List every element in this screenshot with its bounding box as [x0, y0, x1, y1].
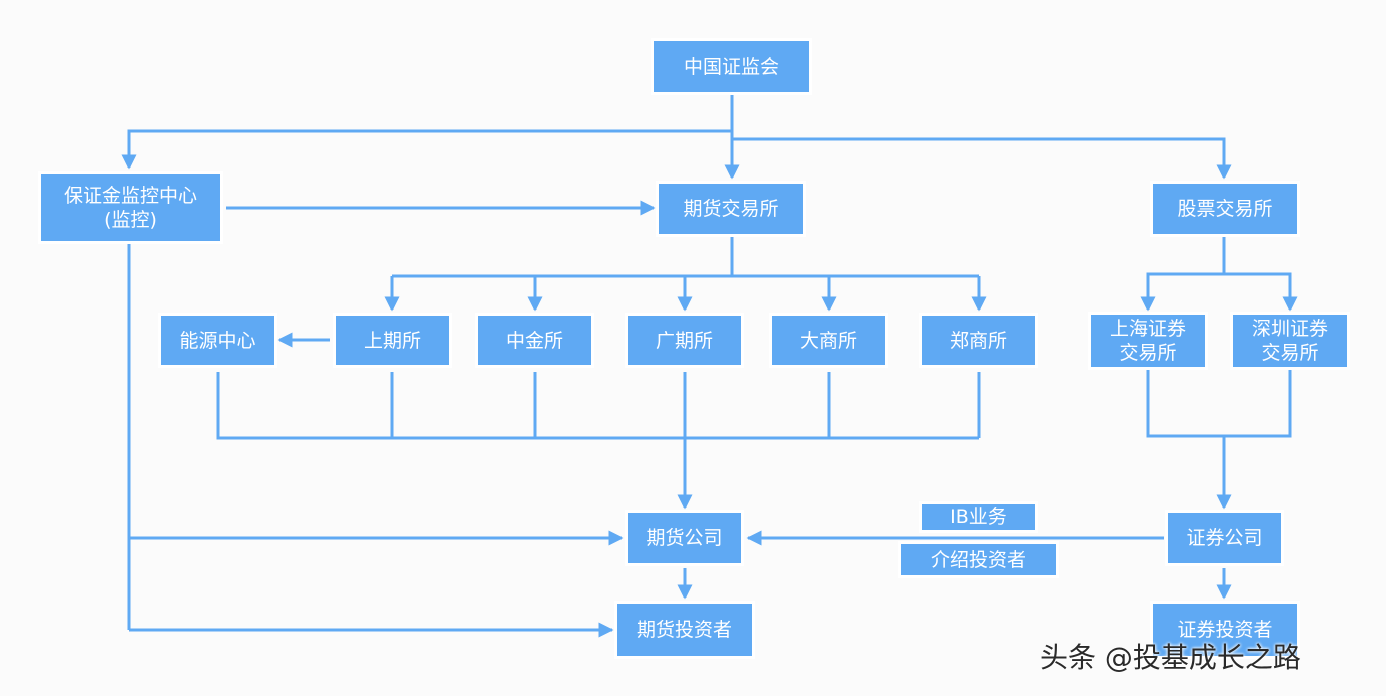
node-futures-company: 期货公司 [628, 513, 741, 563]
node-sse: 上海证券 交易所 [1091, 315, 1205, 367]
node-szse: 深圳证券 交易所 [1233, 315, 1347, 367]
node-dce: 大商所 [772, 316, 885, 365]
node-futures-investor: 期货投资者 [617, 604, 752, 656]
node-energy-center: 能源中心 [161, 316, 274, 365]
watermark-text: 头条 @投基成长之路 [1040, 641, 1301, 674]
arrow-csrc-to-stock-exchange [732, 137, 1232, 180]
node-czce: 郑商所 [922, 316, 1035, 365]
node-securities-company: 证券公司 [1168, 513, 1281, 563]
label-ib-business: IB业务 [922, 504, 1035, 530]
node-margin-center: 保证金监控中心 (监控) [41, 174, 220, 241]
node-gfex: 广期所 [628, 316, 741, 365]
node-stock-exchange: 股票交易所 [1153, 184, 1297, 234]
line-exchanges-merge [216, 372, 981, 440]
arrow-csrc-to-margin [121, 129, 732, 170]
node-securities-investor: 证券投资者 [1153, 604, 1297, 656]
node-cffex: 中金所 [478, 316, 591, 365]
node-shfe: 上期所 [336, 316, 449, 365]
node-csrc: 中国证监会 [654, 41, 809, 92]
label-introducing-broker: 介绍投资者 [901, 544, 1056, 575]
line-stock-exchange-down [1146, 234, 1292, 306]
line-sse-szse-merge [1146, 370, 1292, 438]
node-futures-exchange: 期货交易所 [659, 184, 803, 234]
